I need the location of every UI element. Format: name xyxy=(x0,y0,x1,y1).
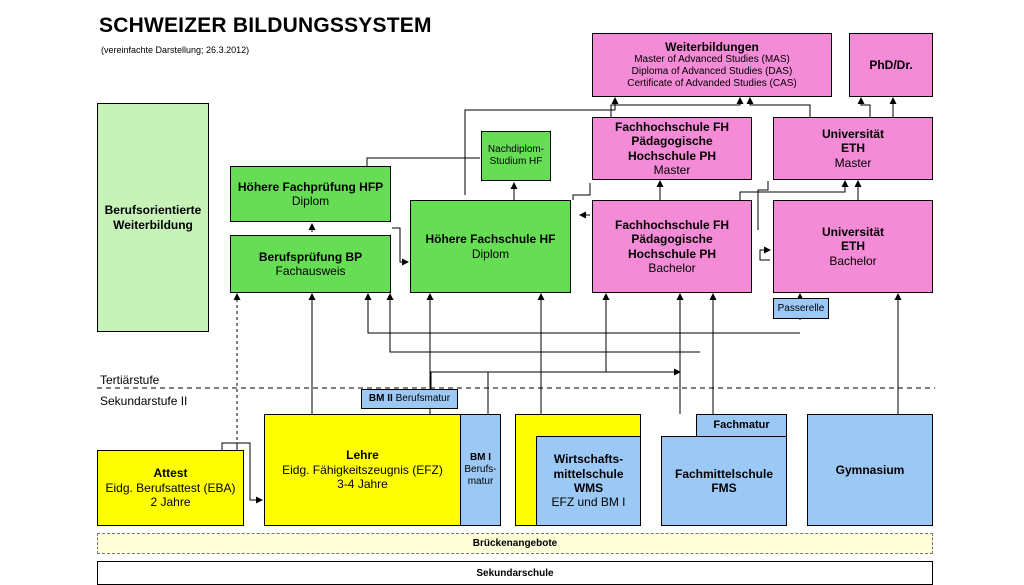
fh-bachelor-line1: Fachhochschule FH xyxy=(614,217,730,232)
phd-label: PhD/Dr. xyxy=(869,57,913,72)
wms-line3: WMS xyxy=(573,481,604,495)
gymnasium-label: Gymnasium xyxy=(835,462,905,477)
bm1-title: BM I xyxy=(469,452,492,463)
level-label-secondary2: Sekundarstufe II xyxy=(100,394,188,408)
attest-line3: 2 Jahre xyxy=(150,495,191,510)
page-title: SCHWEIZER BILDUNGSSYSTEM xyxy=(99,14,432,37)
hfp-box: Höhere Fachprüfung HFP Diplom xyxy=(230,166,391,222)
fh-bachelor-box: Fachhochschule FH Pädagogische Hochschul… xyxy=(592,200,752,293)
arrow-fh-to-uni-bachelor xyxy=(759,246,771,261)
arrow-fh-master-to-weiterbildungen xyxy=(610,97,744,117)
bm1-line2: Berufs- xyxy=(464,464,497,475)
gymnasium-box: Gymnasium xyxy=(807,414,933,526)
fms-line1: Fachmittelschule xyxy=(674,466,774,481)
uni-master-line2: ETH xyxy=(841,141,865,156)
arrow-hf-to-weiterbildungen xyxy=(464,97,619,195)
weiterbildungen-title: Weiterbildungen xyxy=(665,39,759,54)
weiterbildungen-box: Weiterbildungen Master of Advanced Studi… xyxy=(592,33,832,97)
wms-line2: mittelschule xyxy=(553,466,624,481)
hfp-sub: Diplom xyxy=(291,194,330,208)
uni-bachelor-line2: ETH xyxy=(841,239,865,254)
berufsorientierte-weiterbildung-box: Berufsorientierte Weiterbildung xyxy=(97,103,209,332)
wms-sub: EFZ und BM I xyxy=(551,495,626,510)
arrow-attest-to-lehre xyxy=(221,442,263,504)
level-label-tertiary: Tertiärstufe xyxy=(100,373,160,387)
arrow-master-to-phd xyxy=(857,97,871,117)
fh-master-line2: Pädagogische xyxy=(631,134,713,149)
hf-box: Höhere Fachschule HF Diplom xyxy=(410,200,571,293)
fms-box: Fachmittelschule FMS xyxy=(661,436,787,526)
lehre-title: Lehre xyxy=(346,448,379,463)
passerelle-label: Passerelle xyxy=(777,302,825,314)
fh-master-box: Fachhochschule FH Pädagogische Hochschul… xyxy=(592,117,752,180)
sekundarschule-box: Sekundarschule xyxy=(97,561,933,585)
bp-sub: Fachausweis xyxy=(275,264,346,278)
fh-master-line3: Hochschule PH xyxy=(627,148,717,163)
bm1-box: BM I Berufs- matur xyxy=(460,414,501,526)
bm2-rest: Berufsmatur xyxy=(392,393,451,404)
fachmatur-box: Fachmatur xyxy=(696,414,787,438)
lehre-box: Lehre Eidg. Fähigkeitszeugnis (EFZ) 3-4 … xyxy=(264,414,461,526)
uni-bachelor-box: Universität ETH Bachelor xyxy=(773,200,933,293)
weiterbildungen-line-cas: Certificate of Advanded Studies (CAS) xyxy=(627,78,797,90)
wms-box: Wirtschafts- mittelschule WMS EFZ und BM… xyxy=(536,436,641,526)
hf-title: Höhere Fachschule HF xyxy=(425,232,556,247)
lehre-line2: Eidg. Fähigkeitszeugnis (EFZ) xyxy=(282,462,443,477)
hfp-title: Höhere Fachprüfung HFP xyxy=(237,179,384,194)
line-fms-return xyxy=(386,293,700,353)
brueckenangebote-box: Brückenangebote xyxy=(97,533,933,554)
fh-bachelor-line2: Pädagogische xyxy=(631,232,713,247)
line-bm2-to-fh xyxy=(430,371,606,389)
nachdiplom-line1: Nachdiplom- xyxy=(487,144,545,155)
fh-bachelor-sub: Bachelor xyxy=(648,260,696,275)
weiterbildungen-line-mas: Master of Advanced Studies (MAS) xyxy=(634,54,790,66)
hf-sub: Diplom xyxy=(471,246,510,261)
uni-bachelor-sub: Bachelor xyxy=(829,253,877,268)
fh-master-sub: Master xyxy=(653,162,691,177)
sekundarschule-label: Sekundarschule xyxy=(476,568,554,579)
berufsorientierte-line2: Weiterbildung xyxy=(113,217,193,232)
brueckenangebote-label: Brückenangebote xyxy=(472,537,558,549)
berufsorientierte-line1: Berufsorientierte xyxy=(104,203,202,218)
phd-box: PhD/Dr. xyxy=(849,33,933,97)
bm1-line3: matur xyxy=(467,476,494,487)
uni-master-line1: Universität xyxy=(821,126,885,141)
lehre-line3: 3-4 Jahre xyxy=(337,477,388,492)
weiterbildungen-line-das: Diploma of Advanced Studies (DAS) xyxy=(631,66,793,78)
bp-title: Berufsprüfung BP xyxy=(258,249,363,264)
bp-box: Berufsprüfung BP Fachausweis xyxy=(230,235,391,293)
arrow-uni-bachelor-cross xyxy=(757,181,769,230)
attest-title: Attest xyxy=(153,466,188,481)
fms-line2: FMS xyxy=(711,481,737,495)
nachdiplom-box: Nachdiplom- Studium HF xyxy=(481,131,551,181)
line-nachdiplom-fh xyxy=(572,183,591,200)
arrow-uni-master-to-weiterbildungen xyxy=(746,97,811,117)
line-hfp-nachdiplom xyxy=(366,157,480,167)
uni-master-box: Universität ETH Master xyxy=(773,117,933,180)
page-subtitle: (vereinfachte Darstellung; 26.3.2012) xyxy=(101,45,250,55)
fh-master-line1: Fachhochschule FH xyxy=(614,119,730,134)
line-passerelle-return xyxy=(364,293,800,334)
fh-bachelor-line3: Hochschule PH xyxy=(627,246,717,261)
bm2-box: BM II Berufsmatur xyxy=(361,389,458,409)
attest-line2: Eidg. Berufsattest (EBA) xyxy=(105,480,236,495)
uni-bachelor-line1: Universität xyxy=(821,224,885,239)
arrow-fh-bachelor-to-uni-master xyxy=(739,180,849,200)
bm2-bold: BM II xyxy=(368,393,393,404)
uni-master-sub: Master xyxy=(834,155,872,170)
passerelle-box: Passerelle xyxy=(773,298,829,319)
fachmatur-label: Fachmatur xyxy=(713,419,770,432)
arrow-bp-to-hf xyxy=(392,227,409,266)
attest-box: Attest Eidg. Berufsattest (EBA) 2 Jahre xyxy=(97,450,244,526)
wms-line1: Wirtschafts- xyxy=(553,452,624,467)
nachdiplom-line2: Studium HF xyxy=(489,156,543,167)
